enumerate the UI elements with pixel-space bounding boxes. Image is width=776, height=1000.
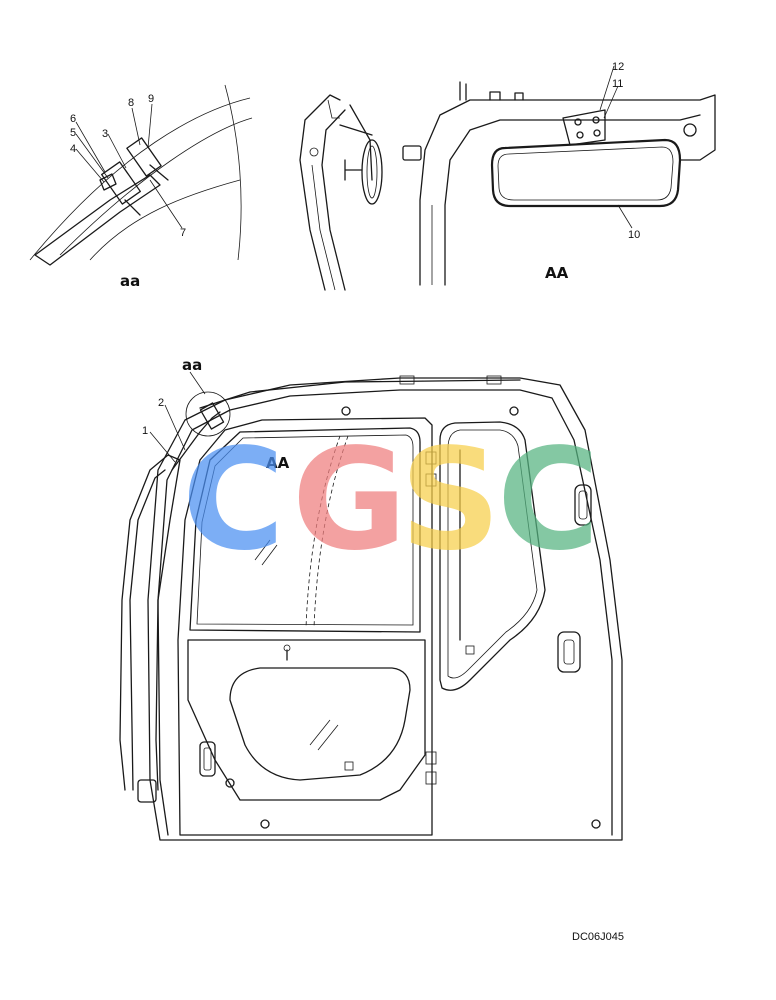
part-number-6: 6 (70, 113, 76, 125)
part-number-1: 1 (142, 425, 148, 437)
part-number-7: 7 (180, 227, 186, 239)
watermark-letter-3: S (400, 419, 501, 582)
drawing-code: DC06J045 (572, 931, 624, 943)
watermark: C G S C (182, 419, 600, 582)
part-number-10: 10 (628, 229, 640, 241)
detail-view-AA-title: AA (545, 264, 569, 282)
cab-main-view (119, 371, 623, 841)
detail-AA (402, 65, 716, 286)
part-number-11: 11 (612, 78, 623, 90)
part-number-9: 9 (148, 93, 154, 105)
callout-AA: AA (266, 454, 290, 472)
part-number-4: 4 (70, 143, 76, 155)
part-number-12: 12 (612, 61, 624, 73)
detail-aa (29, 84, 253, 266)
part-number-8: 8 (128, 97, 134, 109)
watermark-letter-2: G (292, 419, 407, 582)
detail-view-aa-title: aa (120, 272, 140, 290)
callout-aa: aa (182, 356, 202, 374)
watermark-letter-4: C (497, 419, 600, 582)
part-number-5: 5 (70, 127, 76, 139)
side-view-mirror (299, 94, 383, 291)
part-number-2: 2 (158, 397, 164, 409)
watermark-letter-1: C (182, 419, 285, 582)
part-number-3: 3 (102, 128, 108, 140)
